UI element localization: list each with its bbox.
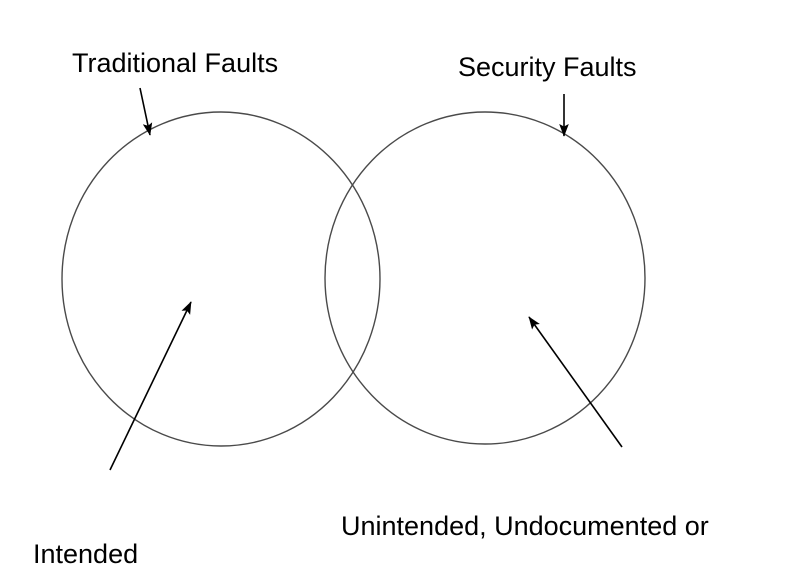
arrow-unintended-functionality (528, 316, 623, 448)
label-intended-functionality: Intended Functionality (33, 472, 185, 576)
label-intended-functionality-line1: Intended (33, 539, 139, 569)
arrow-traditional-faults (139, 87, 153, 136)
arrow-intended-functionality (109, 301, 192, 471)
label-unintended-functionality-line1: Unintended, Undocumented or (341, 511, 709, 541)
label-security-faults: Security Faults (458, 52, 637, 82)
circle-security-faults (324, 111, 646, 445)
circle-traditional-faults (61, 111, 381, 447)
label-traditional-faults: Traditional Faults (72, 48, 279, 78)
label-unintended-functionality: Unintended, Undocumented or Unknown Func… (341, 444, 709, 576)
